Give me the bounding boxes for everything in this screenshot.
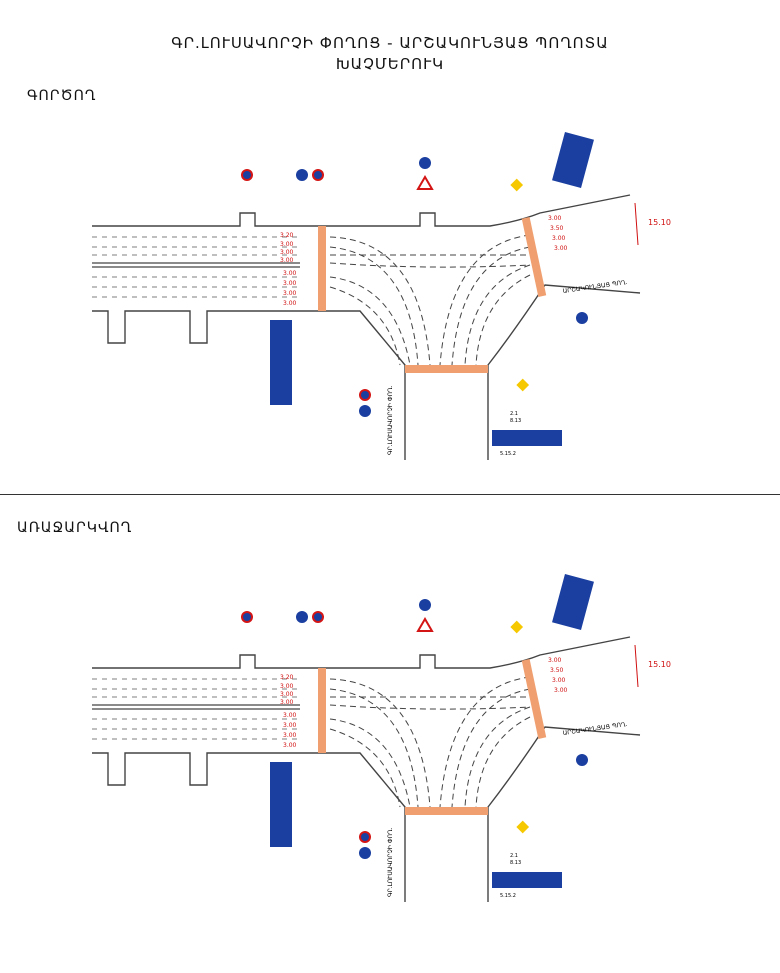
turning-paths — [329, 676, 531, 808]
plan-group: 15.10 3.203.00 3.003.00 3.003.00 3.003.0… — [92, 131, 671, 460]
svg-text:3.20: 3.20 — [280, 232, 294, 239]
road-signs — [241, 573, 594, 888]
section-label-proposed: ԱՌԱՋԱՐԿՎՈՂ — [17, 520, 133, 536]
svg-text:3.00: 3.00 — [283, 300, 297, 307]
crosswalk-east — [521, 217, 547, 297]
road-edge-southwest — [92, 752, 406, 902]
svg-text:3.20: 3.20 — [280, 674, 294, 681]
road-edge-north — [92, 636, 631, 669]
sign-codes: 5.15.2 2.1 8.13 — [500, 853, 521, 899]
crosswalk-east — [521, 659, 547, 739]
lane-width-labels: 3.203.00 3.003.00 3.003.00 3.003.00 3.00… — [280, 657, 568, 749]
proposed-intersection-plan: 15.10 3.203.00 3.003.00 3.003.00 3.003.0… — [92, 573, 671, 902]
svg-text:2.1: 2.1 — [510, 853, 518, 859]
svg-text:8.13: 8.13 — [510, 418, 521, 424]
street-label-west: ԳՐ.ԼՈՒՍԱՎՈՐՉԻ ՓՈՂ. — [387, 827, 394, 897]
svg-text:3.00: 3.00 — [283, 732, 297, 739]
svg-text:3.00: 3.00 — [280, 249, 294, 256]
svg-text:3.00: 3.00 — [280, 241, 294, 248]
svg-text:3.00: 3.00 — [554, 245, 568, 252]
svg-text:3.00: 3.00 — [548, 215, 562, 222]
svg-text:3.00: 3.00 — [283, 712, 297, 719]
svg-text:2.1: 2.1 — [510, 411, 518, 417]
svg-text:3.50: 3.50 — [550, 667, 564, 674]
street-label-east: ԱՐՇԱԿՈՒՆՅԱՑ ՊՈՂ. — [562, 279, 628, 295]
crosswalk-west — [318, 226, 326, 311]
section-label-existing: ԳՈՐԾՈՂ — [27, 88, 97, 104]
svg-text:3.00: 3.00 — [283, 280, 297, 287]
svg-text:5.15.2: 5.15.2 — [500, 451, 516, 457]
svg-text:3.00: 3.00 — [283, 742, 297, 749]
svg-text:3.00: 3.00 — [280, 691, 294, 698]
crosswalk-south — [405, 807, 488, 815]
svg-text:3.00: 3.00 — [280, 683, 294, 690]
svg-text:3.00: 3.00 — [280, 699, 294, 706]
svg-text:3.00: 3.00 — [552, 677, 566, 684]
street-label-east: ԱՐՇԱԿՈՒՆՅԱՑ ՊՈՂ. — [562, 721, 628, 737]
road-signs — [241, 131, 594, 446]
lane-markings-west — [92, 678, 300, 740]
svg-text:3.00: 3.00 — [283, 722, 297, 729]
plan-group: 15.10 3.203.00 3.003.00 3.003.00 3.003.0… — [92, 573, 671, 902]
crosswalk-south — [405, 365, 488, 373]
svg-text:3.00: 3.00 — [283, 290, 297, 297]
svg-text:8.13: 8.13 — [510, 860, 521, 866]
sign-codes: 5.15.2 2.1 8.13 — [500, 411, 521, 457]
page-title: ԳՐ.ԼՈՒՍԱՎՈՐՉԻ ՓՈՂՈՑ - ԱՐՇԱԿՈՒՆՅԱՑ ՊՈՂՈՏԱ — [171, 34, 609, 52]
road-edge-north — [92, 194, 631, 227]
svg-text:3.00: 3.00 — [552, 235, 566, 242]
dimension-label: 15.10 — [648, 218, 671, 227]
section-divider — [0, 494, 780, 495]
lane-markings-west — [92, 236, 300, 298]
lane-width-labels: 3.203.00 3.003.00 3.003.00 3.003.00 3.00… — [280, 215, 568, 307]
turning-paths — [329, 234, 531, 366]
svg-text:5.15.2: 5.15.2 — [500, 893, 516, 899]
page-subtitle: ԽԱՉՄԵՐՈՒԿ — [335, 55, 445, 73]
existing-intersection-plan: 15.10 3.203.00 3.003.00 3.003.00 3.003.0… — [92, 131, 671, 460]
street-label-west: ԳՐ.ԼՈՒՍԱՎՈՐՉԻ ՓՈՂ. — [387, 385, 394, 455]
svg-text:3.00: 3.00 — [283, 270, 297, 277]
crosswalk-west — [318, 668, 326, 753]
road-edge-southwest — [92, 310, 406, 460]
dimension-label: 15.10 — [648, 660, 671, 669]
svg-text:3.00: 3.00 — [548, 657, 562, 664]
svg-text:3.00: 3.00 — [554, 687, 568, 694]
svg-text:3.00: 3.00 — [280, 257, 294, 264]
svg-text:3.50: 3.50 — [550, 225, 564, 232]
